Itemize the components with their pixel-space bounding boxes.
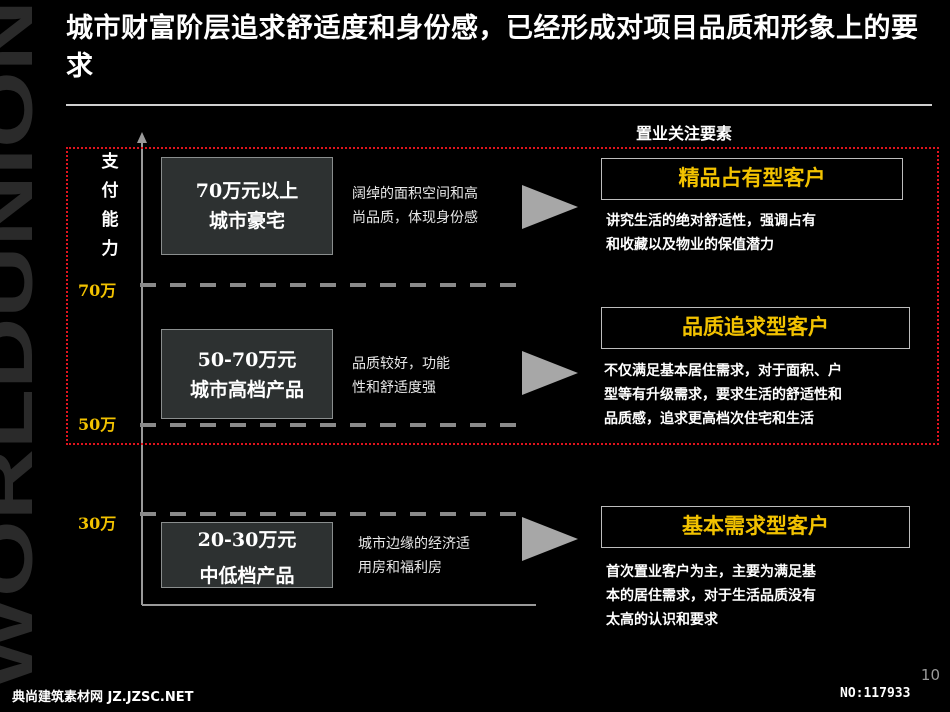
customer-desc-line: 和收藏以及物业的保值潜力 (606, 237, 774, 253)
footer-id: NO:117933 (840, 686, 911, 701)
customer-desc-line: 讲究生活的绝对舒适性，强调占有 (606, 213, 816, 229)
y-axis-label-char: 能 (101, 210, 119, 230)
product-type: 城市高档产品 (189, 379, 304, 401)
watermark-text: WORLDUNION (0, 0, 48, 690)
product-desc-luxury: 阔绰的面积空间和高 尚品质，体现身份感 (352, 182, 478, 230)
arrow-right-icon (522, 185, 578, 229)
customer-title-basic: 基本需求型客户 (601, 506, 910, 548)
desc-line: 尚品质，体现身份感 (352, 210, 478, 226)
customer-desc-line: 太高的认识和要求 (606, 612, 718, 628)
tick-50: 50万 (78, 415, 117, 434)
product-type: 中低档产品 (199, 565, 295, 587)
product-price: 20-30万元 (197, 529, 297, 551)
y-axis-label: 支 付 能 力 (99, 148, 121, 264)
page-title: 城市财富阶层追求舒适度和身份感，已经形成对项目品质和形象上的要求 (66, 13, 919, 82)
y-axis-label-char: 支 (101, 152, 119, 172)
customer-title-quality: 品质追求型客户 (601, 307, 910, 349)
product-desc-premium: 品质较好，功能 性和舒适度强 (352, 352, 450, 400)
customer-title-luxury: 精品占有型客户 (601, 158, 903, 200)
product-box-luxury: 70万元以上 城市豪宅 (161, 157, 333, 255)
product-price: 50-70万元 (197, 349, 297, 371)
desc-line: 品质较好，功能 (352, 356, 450, 372)
desc-line: 性和舒适度强 (352, 380, 436, 396)
customer-desc-basic: 首次置业客户为主，主要为满足基 本的居住需求，对于生活品质没有 太高的认识和要求 (606, 560, 926, 632)
customer-desc-quality: 不仅满足基本居住需求，对于面积、户 型等有升级需求，要求生活的舒适性和 品质感，… (604, 359, 934, 431)
product-box-premium: 50-70万元 城市高档产品 (161, 329, 333, 419)
y-axis-label-char: 力 (101, 239, 119, 259)
desc-line: 城市边缘的经济适 (358, 536, 470, 552)
watermark: WORLDUNION (0, 0, 48, 690)
product-type: 城市豪宅 (208, 210, 285, 232)
product-price: 70万元以上 (195, 180, 299, 202)
desc-line: 用房和福利房 (358, 560, 442, 576)
tick-70: 70万 (78, 281, 117, 300)
customer-desc-line: 本的居住需求，对于生活品质没有 (606, 588, 816, 604)
desc-line: 阔绰的面积空间和高 (352, 186, 478, 202)
customer-desc-luxury: 讲究生活的绝对舒适性，强调占有 和收藏以及物业的保值潜力 (606, 209, 926, 257)
page-number: 10 (920, 666, 940, 684)
arrow-right-icon (522, 517, 578, 561)
product-desc-economy: 城市边缘的经济适 用房和福利房 (358, 532, 470, 580)
highlight-box (66, 147, 939, 445)
customer-desc-line: 首次置业客户为主，主要为满足基 (606, 564, 816, 580)
customer-desc-line: 型等有升级需求，要求生活的舒适性和 (604, 387, 842, 403)
title-divider (66, 104, 932, 106)
y-axis-label-char: 付 (101, 181, 119, 201)
arrow-right-icon (522, 351, 578, 395)
y-axis-arrowhead (137, 132, 147, 143)
customer-desc-line: 品质感，追求更高档次住宅和生活 (604, 411, 814, 427)
focus-header: 置业关注要素 (636, 124, 733, 143)
customer-desc-line: 不仅满足基本居住需求，对于面积、户 (604, 363, 842, 379)
product-box-economy: 20-30万元 中低档产品 (161, 522, 333, 588)
tick-30: 30万 (78, 514, 117, 533)
footer-site: 典尚建筑素材网 JZ.JZSC.NET (12, 690, 194, 705)
